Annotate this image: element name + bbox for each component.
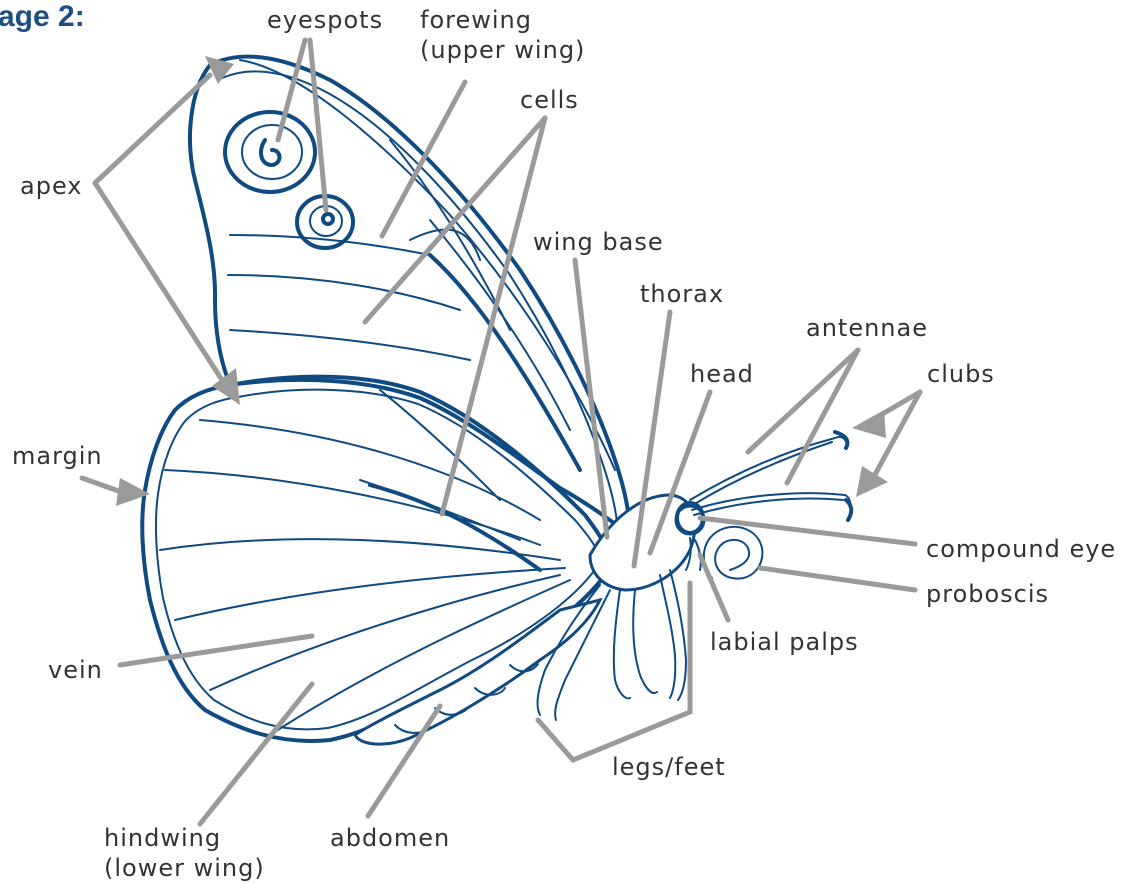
leader-labial-palps [700,555,728,620]
label-labial-palps: labial palps [710,628,859,656]
hindwing-shape [142,377,612,741]
label-eyespots: eyespots [267,6,383,34]
label-hindwing-line1: hindwing [104,824,221,852]
label-legs-feet: legs/feet [612,753,726,781]
leader-vein [120,636,312,665]
label-wing-base: wing base [533,228,664,256]
label-forewing-line1: forewing [420,6,532,34]
label-clubs: clubs [927,360,995,388]
leader-proboscis [760,568,915,590]
body-shape [355,495,704,744]
proboscis-shape [704,527,763,579]
eyespot-large [225,112,315,192]
arrowhead-clubs-bottom [856,466,888,497]
label-cells: cells [520,86,579,114]
label-hindwing-line2: (lower wing) [104,854,265,882]
label-margin: margin [12,442,103,470]
leader-antennae-2 [787,350,858,483]
arrowhead-clubs-top [852,410,886,438]
label-compound-eye: compound eye [926,535,1116,563]
label-apex: apex [20,172,83,200]
leader-lines [82,40,920,824]
leader-hindwing [200,684,312,824]
label-vein: vein [48,656,103,684]
label-antennae: antennae [806,314,928,342]
label-head: head [690,360,754,388]
page-title-fragment: age 2: [0,0,85,33]
label-abdomen: abdomen [330,824,450,852]
label-forewing-line2: (upper wing) [420,36,585,64]
label-thorax: thorax [640,280,724,308]
label-proboscis: proboscis [926,580,1049,608]
antennae-shape [690,432,851,520]
leader-eyespots-2 [310,40,326,210]
